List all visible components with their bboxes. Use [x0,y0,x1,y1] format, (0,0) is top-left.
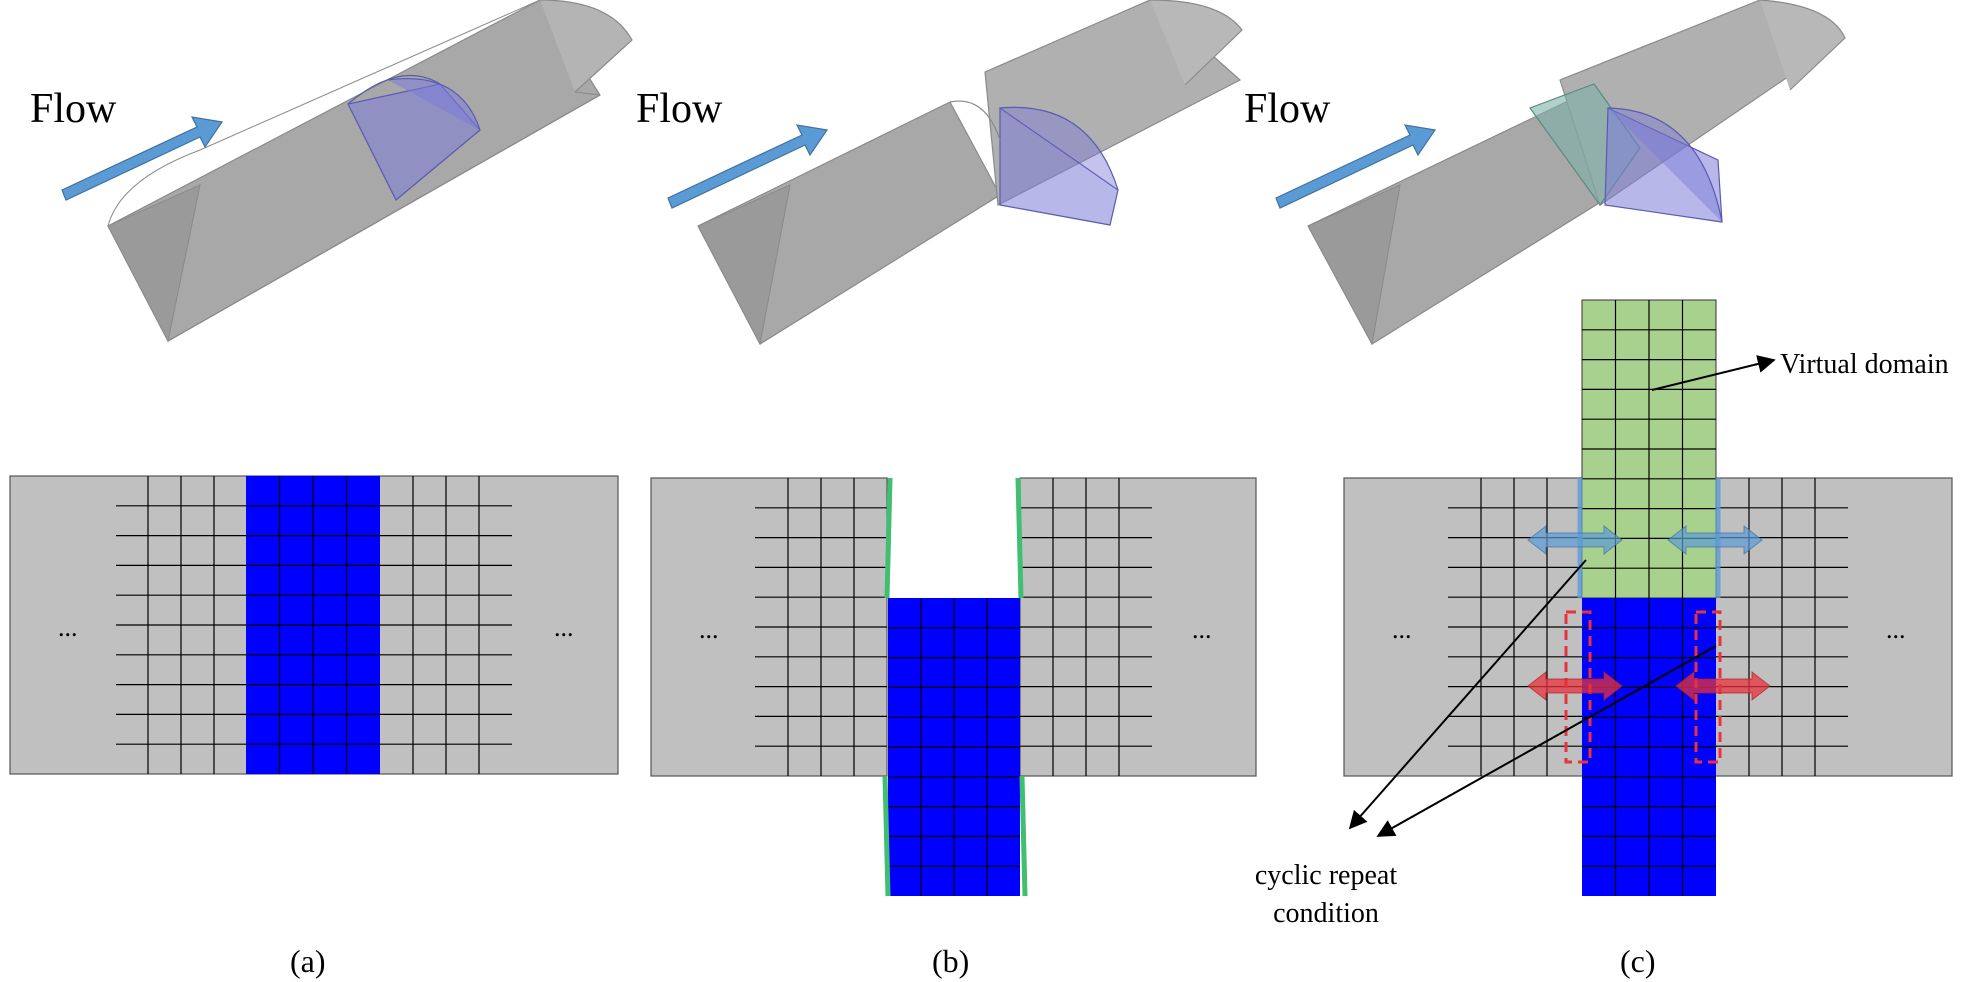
cyclic-label-line1: cyclic repeat [1255,860,1397,891]
blue-double-arrow-left [1527,524,1623,556]
rotor-mesh-b [888,598,1020,896]
blue-double-arrow-right [1667,524,1763,556]
model-3d-a [107,0,633,343]
stator-mesh-right-a [380,476,512,774]
virtual-domain-pointer [1651,355,1776,391]
red-double-arrow-right [1675,670,1771,702]
ellipsis-right-a: ... [554,613,574,642]
ellipsis-left-a: ... [58,613,78,642]
flow-label-c: Flow [1244,86,1331,132]
model-3d-c [1307,0,1846,346]
caption-a: (a) [290,943,326,979]
stator-mesh-left-b [755,478,887,776]
ellipsis-left-c: ... [1392,615,1412,644]
stator-mesh-right-b [1020,478,1152,776]
ellipsis-left-b: ... [699,615,719,644]
flow-arrow-c [1275,124,1437,209]
red-double-arrow-left [1527,670,1623,702]
stator-mesh-right-c [1716,478,1848,776]
rotor-mesh-a [246,476,380,774]
stator-mesh-left-a [116,476,246,774]
caption-b: (b) [932,943,969,979]
cyclic-label-line2: condition [1273,898,1379,929]
cyclic-pointer-1 [1348,559,1587,830]
flow-label-a: Flow [30,86,117,132]
cyclic-pointer-2 [1376,645,1717,837]
grid-2d-c [1343,299,1953,896]
caption-c: (c) [1620,943,1656,979]
flow-arrow-a [61,116,224,201]
model-3d-b [697,0,1243,346]
ellipsis-right-c: ... [1886,615,1906,644]
flow-label-b: Flow [636,86,723,132]
grid-2d-b [650,477,1257,897]
ellipsis-right-b: ... [1192,615,1212,644]
grid-2d-a [9,475,619,775]
flow-arrow-b [667,124,829,209]
virtual-domain-label: Virtual domain [1780,349,1949,380]
